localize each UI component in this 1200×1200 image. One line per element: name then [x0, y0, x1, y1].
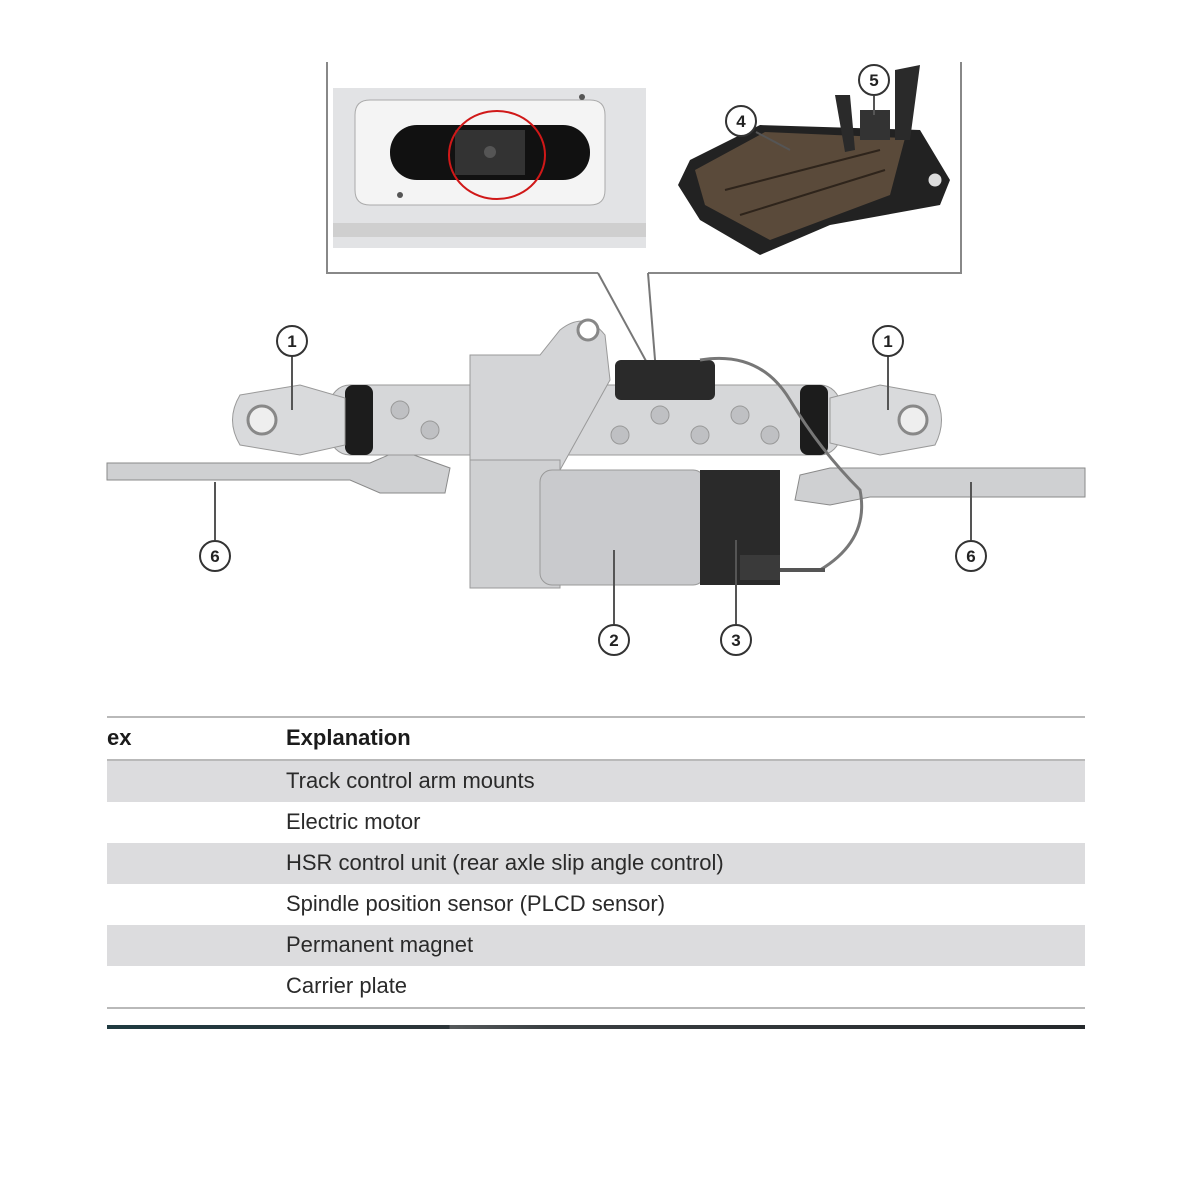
divider [107, 716, 1085, 718]
row-explanation: HSR control unit (rear axle slip angle c… [286, 850, 724, 875]
callout-3: 3 [720, 624, 752, 656]
legend-table: ex Explanation Track control arm mounts … [107, 716, 1085, 1009]
svg-text:4: 4 [736, 112, 746, 131]
table-row: Electric motor [107, 802, 1085, 843]
svg-text:5: 5 [869, 71, 878, 90]
row-explanation: Track control arm mounts [286, 768, 535, 793]
row-explanation: Permanent magnet [286, 932, 474, 957]
hsr-actuator-diagram: 1 1 2 3 4 5 6 6 [106, 62, 1086, 656]
callout-6-left: 6 [199, 540, 231, 572]
callout-1-left: 1 [276, 325, 308, 357]
callout-2: 2 [598, 624, 630, 656]
callout-4: 4 [725, 105, 757, 137]
table-row: Carrier plate [107, 966, 1085, 1007]
divider [107, 1007, 1085, 1009]
housing-closeup-image [333, 88, 646, 248]
rear-axle-steering-actuator [106, 318, 1086, 589]
header-index: ex [107, 725, 132, 750]
table-header: ex Explanation [107, 718, 1085, 759]
row-explanation: Spindle position sensor (PLCD sensor) [286, 891, 666, 916]
carrier-plate-image [678, 65, 950, 255]
svg-text:3: 3 [731, 631, 740, 650]
table-row: Track control arm mounts [107, 761, 1085, 802]
electric-motor [539, 469, 825, 586]
callout-6-right: 6 [955, 540, 987, 572]
svg-text:1: 1 [287, 332, 296, 351]
divider [107, 759, 1085, 761]
table-row: HSR control unit (rear axle slip angle c… [107, 843, 1085, 884]
callout-1-right: 1 [872, 325, 904, 357]
svg-text:6: 6 [210, 547, 219, 566]
svg-text:2: 2 [609, 631, 618, 650]
svg-text:6: 6 [966, 547, 975, 566]
callout-5: 5 [858, 64, 890, 96]
svg-text:1: 1 [883, 332, 892, 351]
table-row: Permanent magnet [107, 925, 1085, 966]
header-explanation: Explanation [286, 725, 411, 750]
detail-inset [326, 62, 962, 373]
row-explanation: Carrier plate [286, 973, 408, 998]
red-circle-marker [448, 110, 546, 200]
table-row: Spindle position sensor (PLCD sensor) [107, 884, 1085, 925]
leader-lines [214, 96, 972, 624]
row-explanation: Electric motor [286, 809, 421, 834]
page-footer-bar [107, 1025, 1085, 1029]
